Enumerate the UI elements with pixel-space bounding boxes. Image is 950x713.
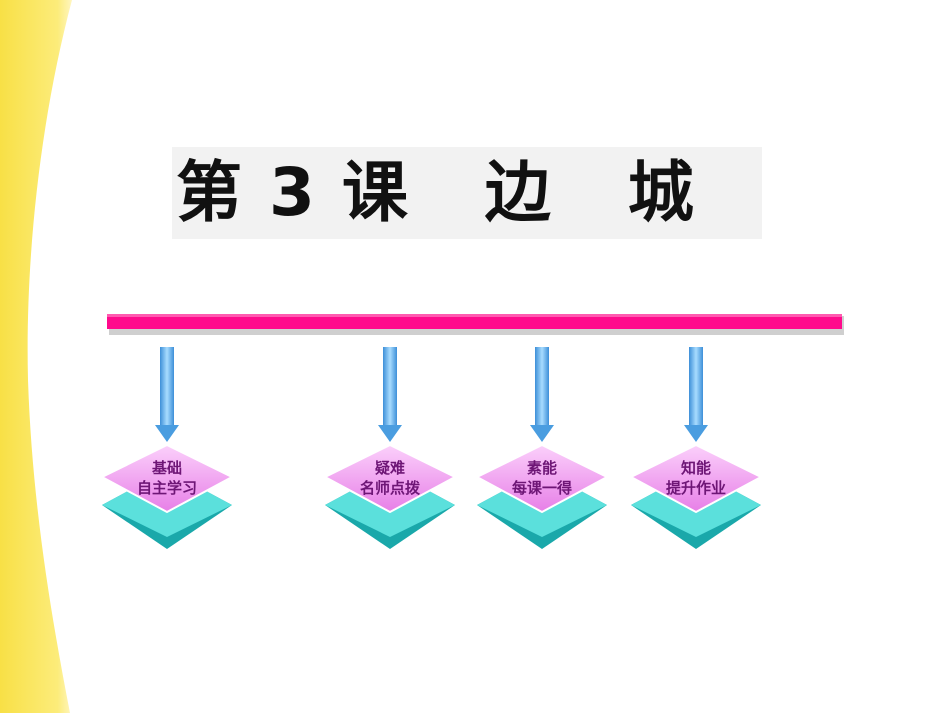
- arrow-diamond-graphic: [474, 347, 610, 549]
- page-title: 第 3 课 边 城: [176, 154, 696, 231]
- node-label-line1: 基础: [151, 459, 182, 477]
- node-label-line1: 疑难: [374, 459, 405, 477]
- node-label-line2: 提升作业: [665, 479, 726, 497]
- node-jichu-zizhuxuexi[interactable]: 基础 自主学习: [97, 345, 237, 555]
- node-zhineng-tishengzuoye[interactable]: 知能 提升作业: [626, 345, 766, 555]
- title-background: [172, 147, 762, 239]
- node-label-line2: 每课一得: [511, 479, 572, 497]
- node-label-line2: 自主学习: [136, 479, 197, 497]
- node-suneng-meikeyide[interactable]: 素能 每课一得: [472, 345, 612, 555]
- timeline-bar: [107, 314, 844, 335]
- arrow-diamond-graphic: [322, 347, 458, 549]
- node-yinan-mingshidianbo[interactable]: 疑难 名师点拨: [320, 345, 460, 555]
- arrow-diamond-graphic: [628, 347, 764, 549]
- node-label-line2: 名师点拨: [359, 479, 420, 497]
- node-label-line1: 知能: [680, 459, 711, 477]
- arrow-diamond-graphic: [99, 347, 235, 549]
- node-label-line1: 素能: [526, 459, 557, 477]
